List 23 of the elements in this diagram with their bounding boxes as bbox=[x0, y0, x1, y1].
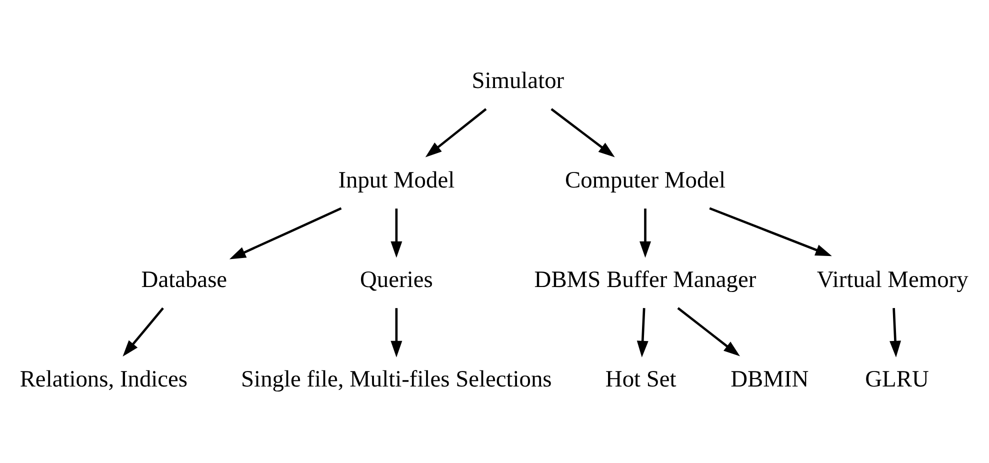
arrow bbox=[677, 307, 740, 356]
node-text: Computer Model bbox=[564, 167, 726, 194]
arrow bbox=[390, 308, 402, 358]
arrow bbox=[122, 307, 164, 357]
arrow bbox=[229, 207, 342, 260]
arrow bbox=[390, 208, 402, 258]
node-text: Hot Set bbox=[605, 366, 676, 392]
node-text: Input Model bbox=[338, 167, 455, 194]
arrow bbox=[890, 308, 902, 358]
arrow bbox=[709, 207, 832, 256]
node-text: Relations, Indices bbox=[20, 366, 188, 392]
node-text: Virtual Memory bbox=[816, 266, 968, 293]
node-text: Single file, Multi-files Selections bbox=[241, 366, 552, 392]
arrow bbox=[425, 108, 487, 158]
arrow bbox=[636, 308, 648, 358]
arrow bbox=[640, 208, 651, 258]
node-text: GLRU bbox=[865, 366, 929, 392]
node-text: Simulator bbox=[472, 68, 564, 94]
node-text: DBMIN bbox=[730, 366, 809, 392]
node-text: DBMS Buffer Manager bbox=[534, 266, 756, 293]
node-text: Database bbox=[141, 266, 228, 293]
node-text: Queries bbox=[360, 266, 433, 293]
arrow bbox=[550, 108, 615, 158]
